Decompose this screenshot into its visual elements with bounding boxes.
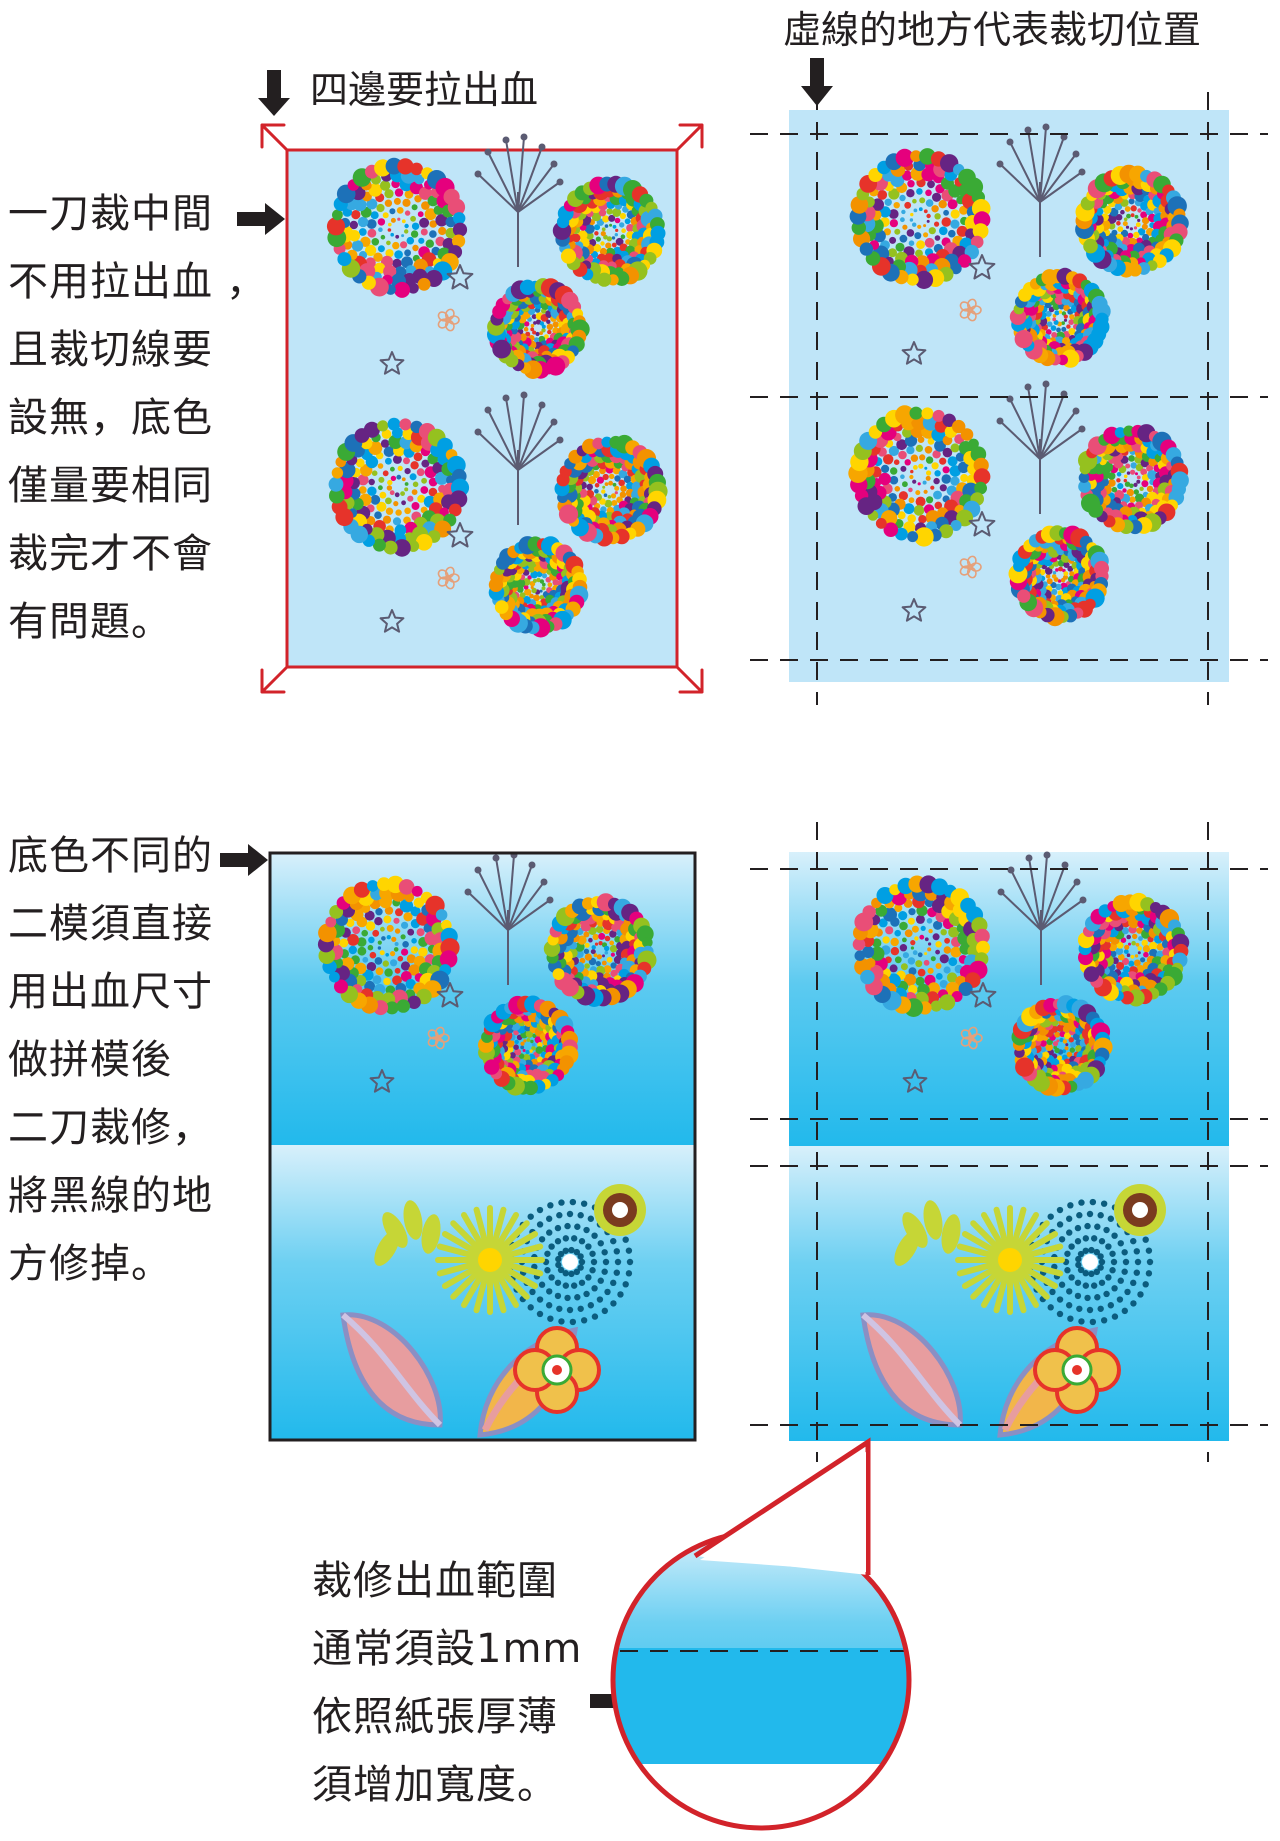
cut-lines-bottom-right	[750, 822, 1268, 1462]
note-trim-bleed: 裁修出血範圍 通常須設1mm 依照紙張厚薄 須增加寬度。	[312, 1547, 582, 1819]
star-icon	[968, 511, 996, 537]
firework-icon	[554, 434, 668, 547]
firework-icon	[478, 995, 579, 1096]
flower-icon	[955, 1205, 1065, 1315]
note-line: 底色不同的	[8, 833, 213, 879]
note-line: 二刀裁修，	[8, 1105, 213, 1151]
note-line: 裁修出血範圍	[312, 1558, 558, 1604]
flower-icon	[960, 1026, 983, 1050]
firework-icon	[1009, 267, 1111, 368]
star-icon	[436, 982, 464, 1008]
firework-icon	[543, 893, 657, 1007]
firework-icon	[328, 417, 470, 557]
star-icon	[901, 598, 927, 622]
note-line: 裁完才不會	[8, 531, 213, 577]
flower-icon	[959, 298, 982, 322]
note-line: 依照紙張厚薄	[312, 1694, 558, 1740]
star-icon	[901, 341, 927, 365]
cut-position-label: 虛線的地方代表裁切位置	[783, 8, 1202, 52]
sheet-upper-bottom-left	[270, 853, 695, 1145]
note-line: 通常須設1mm	[312, 1626, 583, 1672]
top-left-artwork	[326, 133, 668, 638]
firework-icon	[474, 391, 564, 525]
flower-icon	[959, 555, 982, 579]
note-line: 做拼模後	[8, 1037, 172, 1083]
star-icon	[446, 264, 474, 290]
bottom-right-artwork	[852, 851, 1190, 1438]
firework-icon	[1078, 424, 1189, 535]
floral-artwork	[340, 1184, 646, 1438]
note-line: 且裁切線要	[8, 327, 213, 373]
bottom-left-artwork	[317, 851, 657, 1438]
note-line: 方修掉。	[8, 1241, 172, 1287]
down-arrow-icon	[258, 70, 290, 116]
flower-icon	[513, 1326, 601, 1414]
right-arrow-icon	[237, 203, 285, 235]
top-right-artwork	[848, 123, 1189, 627]
note-line: 不用拉出血	[8, 259, 213, 305]
floral-artwork	[860, 1184, 1166, 1438]
star-icon	[446, 522, 474, 548]
firework-icon	[488, 536, 589, 638]
sun-icon	[1114, 1184, 1166, 1236]
note-double-cut: 底色不同的 二模須直接 用出血尺寸 做拼模後 二刀裁修， 將黑線的地 方修掉。	[8, 822, 213, 1298]
flower-icon	[427, 1026, 450, 1050]
star-icon	[968, 254, 996, 280]
note-line: 二模須直接	[8, 901, 213, 947]
note-line: 設無，底色	[8, 395, 213, 441]
star-icon	[369, 1069, 395, 1093]
firework-icon	[487, 278, 590, 380]
firework-icon	[996, 123, 1086, 257]
firework-icon	[852, 875, 990, 1017]
magnifier-bubble	[610, 1437, 912, 1831]
note-comma: ，	[226, 259, 267, 305]
bleed-label: 四邊要拉出血	[310, 68, 539, 112]
note-line: 有問題。	[8, 599, 172, 645]
firework-icon	[1008, 525, 1109, 627]
firework-icon	[849, 148, 991, 289]
cut-lines-top-right	[750, 92, 1268, 705]
firework-icon	[474, 133, 564, 267]
note-line: 一刀裁中間	[8, 191, 213, 237]
flower-icon	[437, 308, 460, 332]
firework-icon	[996, 380, 1086, 514]
flower-icon	[1033, 1326, 1121, 1414]
right-arrow-icon	[220, 844, 268, 876]
star-icon	[969, 982, 997, 1008]
note-line: 僅量要相同	[8, 463, 213, 509]
star-icon	[379, 609, 405, 633]
sun-icon	[594, 1184, 646, 1236]
firework-icon	[464, 851, 554, 985]
flower-icon	[437, 566, 460, 590]
sheet-upper-bottom-right	[789, 852, 1229, 1146]
firework-icon	[1011, 995, 1113, 1097]
star-icon	[902, 1069, 928, 1093]
star-icon	[379, 351, 405, 375]
note-line: 將黑線的地	[8, 1173, 213, 1219]
sheet-outline-bottom-left	[268, 851, 697, 1442]
firework-icon	[848, 405, 991, 547]
corner-bleed-arrow-icon	[260, 123, 704, 694]
note-line: 用出血尺寸	[8, 969, 213, 1015]
firework-icon	[1077, 892, 1190, 1007]
firework-icon	[1075, 164, 1189, 278]
firework-icon	[326, 157, 468, 298]
note-single-cut: 一刀裁中間 不用拉出血 且裁切線要 設無，底色 僅量要相同 裁完才不會 有問題。	[8, 180, 213, 656]
firework-icon	[317, 875, 460, 1016]
flower-icon	[435, 1205, 545, 1315]
note-line: 須增加寬度。	[312, 1762, 558, 1808]
firework-icon	[552, 175, 666, 287]
down-arrow-icon	[801, 58, 833, 106]
